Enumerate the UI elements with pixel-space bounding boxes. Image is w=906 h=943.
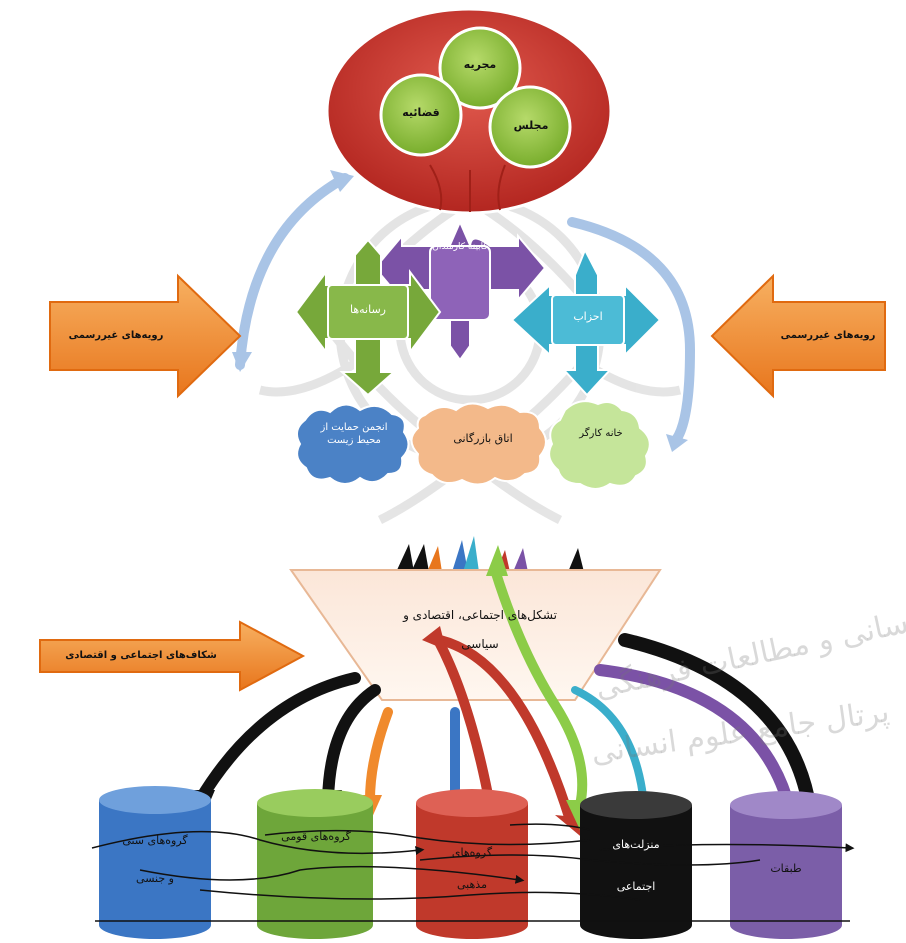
funnel-text-line1: تشکل‌های اجتماعی، اقتصادی و <box>403 608 557 622</box>
cylinder-age-gender <box>99 786 211 939</box>
cylinder-religious-label-1: گروه‌های <box>451 846 493 859</box>
judiciary-label: قضائیه <box>402 106 440 119</box>
parties-label: احزاب <box>573 310 603 323</box>
parliament-circle <box>488 85 572 169</box>
chamber-gear <box>410 402 547 486</box>
bottom-arrow-label: شکاف‌های اجتماعی و اقتصادی <box>65 650 217 661</box>
government-ellipse <box>325 7 613 215</box>
cylinder-age-gender-label-1: گروه‌های سنی <box>122 834 188 847</box>
cylinder-status-label-2: اجتماعی <box>616 880 656 893</box>
executive-circle <box>438 26 522 110</box>
bottom-gap-arrow <box>39 620 306 692</box>
parliament-label: مجلس <box>513 119 549 132</box>
organizations-funnel <box>289 569 662 701</box>
cylinder-classes-label: طبقات <box>770 862 802 875</box>
cylinder-age-gender-label-2: و جنسی <box>136 872 174 885</box>
workers-gear <box>548 400 651 490</box>
parties-cross <box>510 247 662 397</box>
cross-connector-lines <box>91 823 855 901</box>
media-cross <box>294 238 442 397</box>
cylinder-ethnic-label: گروه‌های قومی <box>281 830 351 843</box>
upward-small-arrows <box>397 536 584 572</box>
cylinder-religious <box>416 789 528 939</box>
cylinder-classes <box>730 791 842 939</box>
left-informal-arrow <box>49 273 242 399</box>
judiciary-circle <box>379 73 463 157</box>
cylinder-status <box>580 791 692 939</box>
env-society-gear <box>295 403 410 485</box>
right-arrow-label: رویه‌های غیررسمی <box>780 330 876 341</box>
env-society-label: انجمن حمایت از محیط زیست <box>320 422 388 446</box>
left-arrow-label: رویه‌های غیررسمی <box>68 330 164 341</box>
cabinet-label: کابینه کارمندان <box>432 242 488 252</box>
feedback-arc-arrows <box>235 173 696 445</box>
cylinder-ethnic <box>257 789 373 939</box>
right-informal-arrow <box>710 273 886 399</box>
cylinder-status-label-1: منزلت‌های <box>612 838 660 851</box>
media-label: رسانه‌ها <box>350 303 386 316</box>
executive-label: مجریه <box>463 58 497 71</box>
funnel-text-line2: سیاسی <box>461 637 499 651</box>
cylinder-religious-label-2: مذهبی <box>457 878 487 891</box>
chamber-label: اتاق بازرگانی <box>453 432 513 445</box>
workers-label: خانه کارگر <box>579 428 623 439</box>
